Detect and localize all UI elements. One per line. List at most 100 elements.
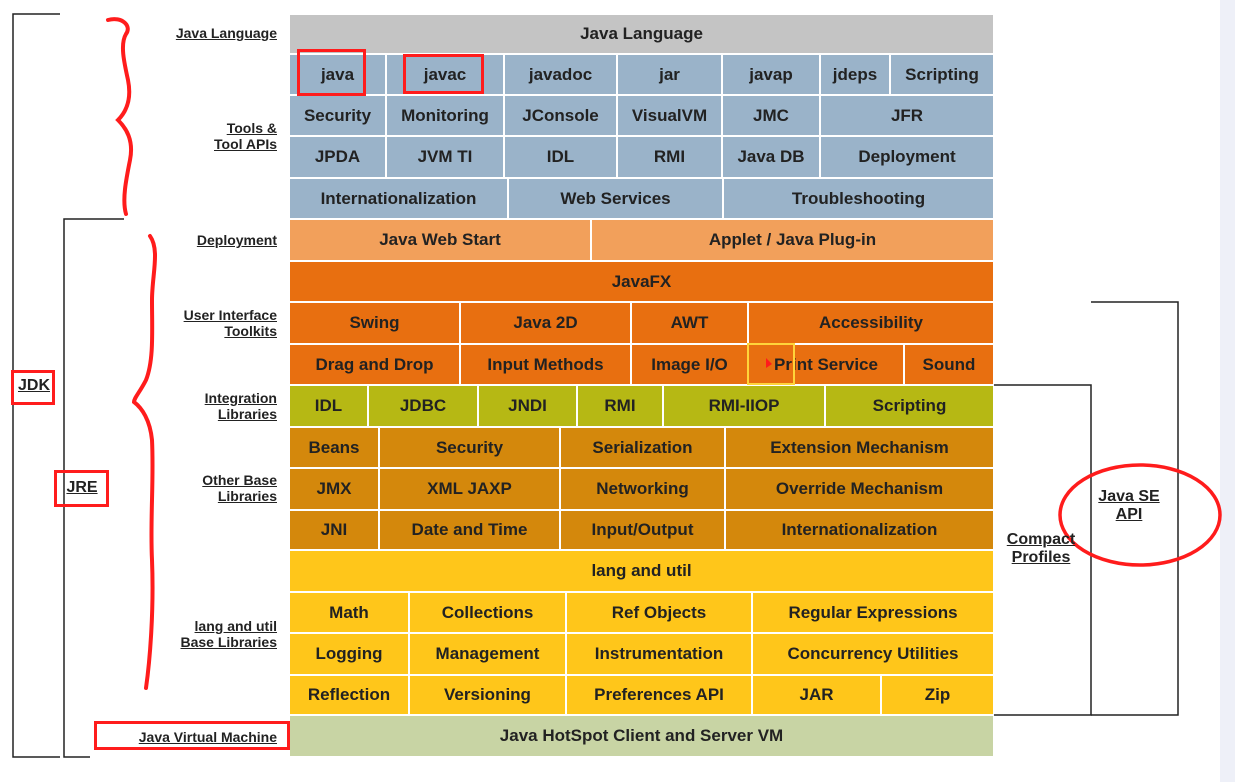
cell-override-mechanism: Override Mechanism [725,468,994,510]
label-integration-line2: Libraries [217,406,277,422]
cell-javac: javac [386,54,504,95]
label-tools-line1: Tools & [226,120,277,136]
cell-reflection: Reflection [289,675,409,715]
compact-line1: Compact [1006,531,1076,548]
label-ui-line2: Toolkits [224,323,277,339]
label-tools-line2: Tool APIs [214,136,277,152]
jre-label: JRE [66,479,98,496]
cell-jconsole: JConsole [504,95,617,136]
red-brace-jre [131,234,157,690]
cell-javafx: JavaFX [289,261,994,302]
jre-bracket [63,218,124,758]
compact-profiles-bracket [994,384,1092,716]
cell-jni: JNI [289,510,379,550]
red-brace-tools [106,17,133,216]
cell-deployment-tool: Deployment [820,136,994,178]
cell-regular-expressions: Regular Expressions [752,592,994,633]
java-se-api-bracket [1091,301,1179,716]
label-lang-line1: lang and util [194,618,277,634]
cell-xml-jaxp: XML JAXP [379,468,560,510]
cursor-icon [766,358,772,368]
cell-scripting: Scripting [825,385,994,427]
cell-idl-tool: IDL [504,136,617,178]
cell-applet-plugin: Applet / Java Plug-in [591,219,994,261]
cell-extension-mechanism: Extension Mechanism [725,427,994,468]
cell-jdbc: JDBC [368,385,478,427]
cell-beans: Beans [289,427,379,468]
cell-input-methods: Input Methods [460,344,631,385]
highlight-java-box [297,49,366,96]
label-ui-line1: User Interface [183,307,277,323]
label-ui-toolkits: User Interface Toolkits [184,307,277,339]
cell-ref-objects: Ref Objects [566,592,752,633]
cell-jar: JAR [752,675,881,715]
cell-lang-and-util: lang and util [289,550,994,592]
cell-date-and-time: Date and Time [379,510,560,550]
cell-jvm-ti: JVM TI [386,136,504,178]
label-other-line1: Other Base [202,472,277,488]
cell-jfr: JFR [820,95,994,136]
label-java-language: Java Language [175,25,277,41]
red-circle-java-se-api [1058,463,1222,567]
cell-jdeps: jdeps [820,54,890,95]
highlight-jdk-box [11,370,55,405]
cell-sound: Sound [904,344,994,385]
cell-visualvm: VisualVM [617,95,722,136]
cell-jmc: JMC [722,95,820,136]
jdk-label: JDK [17,377,50,394]
cell-jar: jar [617,54,722,95]
cell-drag-and-drop: Drag and Drop [289,344,460,385]
label-lang-util: lang and util Base Libraries [181,618,278,650]
cell-versioning: Versioning [409,675,566,715]
cell-print-service: Print Service [748,344,904,385]
cell-instrumentation: Instrumentation [566,633,752,675]
cell-javadoc: javadoc [504,54,617,95]
label-other-base: Other Base Libraries [202,472,277,504]
javase-line1: Java SE [1098,488,1160,505]
cell-input-output: Input/Output [560,510,725,550]
cell-troubleshooting: Troubleshooting [723,178,994,219]
cell-math: Math [289,592,409,633]
label-jvm: Java Virtual Machine [138,729,277,745]
cell-jpda: JPDA [289,136,386,178]
cell-rmi-iiop: RMI-IIOP [663,385,825,427]
cell-collections: Collections [409,592,566,633]
label-deployment: Deployment [196,232,277,248]
cell-management: Management [409,633,566,675]
cell-monitoring: Monitoring [386,95,504,136]
highlight-javac-box [403,54,484,94]
cell-java: java [289,54,386,95]
cell-scripting-tool: Scripting [890,54,994,95]
java-se-api-label: Java SE API [1086,488,1172,524]
cell-rmi-tool: RMI [617,136,722,178]
cell-networking: Networking [560,468,725,510]
label-lang-line2: Base Libraries [180,634,278,650]
cell-accessibility: Accessibility [748,302,994,344]
cell-security: Security [379,427,560,468]
cell-java-db: Java DB [722,136,820,178]
cell-internationalization: Internationalization [725,510,994,550]
label-tools: Tools & Tool APIs [214,120,277,152]
cell-javap: javap [722,54,820,95]
cell-java-2d: Java 2D [460,302,631,344]
cell-java-language: Java Language [289,14,994,54]
label-integration: Integration Libraries [205,390,277,422]
compact-profiles-label: Compact Profiles [995,531,1087,567]
cell-awt: AWT [631,302,748,344]
cell-web-services: Web Services [508,178,723,219]
cell-hotspot-vm: Java HotSpot Client and Server VM [289,715,994,757]
label-other-line2: Libraries [217,488,277,504]
cell-swing: Swing [289,302,460,344]
cell-i18n-tool: Internationalization [289,178,508,219]
highlight-jre-box [54,470,109,507]
cell-zip: Zip [881,675,994,715]
cell-logging: Logging [289,633,409,675]
label-integration-line1: Integration [204,390,277,406]
cell-java-web-start: Java Web Start [289,219,591,261]
cell-serialization: Serialization [560,427,725,468]
cursor-highlight [747,343,795,385]
compact-line2: Profiles [1011,549,1071,566]
cell-preferences-api: Preferences API [566,675,752,715]
cell-jndi: JNDI [478,385,577,427]
